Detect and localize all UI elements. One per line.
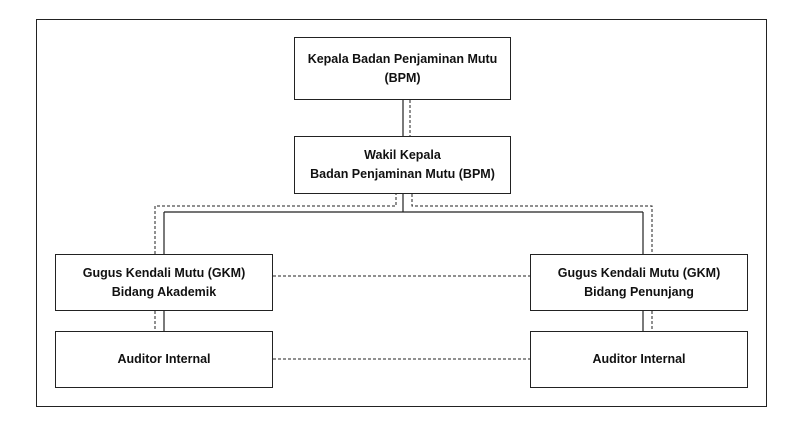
node-gkm-penunjang: Gugus Kendali Mutu (GKM) Bidang Penunjan… [530, 254, 748, 311]
node-gkm-penunjang-line1: Gugus Kendali Mutu (GKM) [557, 265, 721, 280]
node-auditor-left-line1: Auditor Internal [117, 352, 211, 366]
node-kepala-line1: Kepala Badan Penjaminan Mutu [307, 51, 498, 66]
diagram-frame [36, 19, 767, 407]
node-wakil-line1: Wakil Kepala [364, 148, 441, 162]
node-gkm-akademik-line2: Bidang Akademik [111, 284, 217, 299]
node-auditor-internal-left: Auditor Internal [55, 331, 273, 388]
node-gkm-penunjang-line2: Bidang Penunjang [584, 284, 694, 299]
dashed-connector-outer [154, 194, 397, 254]
node-wakil-kepala-bpm: Wakil Kepala Badan Penjaminan Mutu (BPM) [294, 136, 511, 194]
node-wakil-line2: Badan Penjaminan Mutu (BPM) [310, 167, 495, 181]
node-auditor-right-line1: Auditor Internal [592, 352, 686, 366]
node-gkm-akademik-line1: Gugus Kendali Mutu (GKM) [82, 265, 246, 280]
dashed-connector-outer-right [411, 194, 653, 254]
node-kepala-line2: (BPM) [384, 70, 421, 85]
node-auditor-internal-right: Auditor Internal [530, 331, 748, 388]
node-kepala-bpm: Kepala Badan Penjaminan Mutu (BPM) [294, 37, 511, 100]
node-gkm-akademik: Gugus Kendali Mutu (GKM) Bidang Akademik [55, 254, 273, 311]
